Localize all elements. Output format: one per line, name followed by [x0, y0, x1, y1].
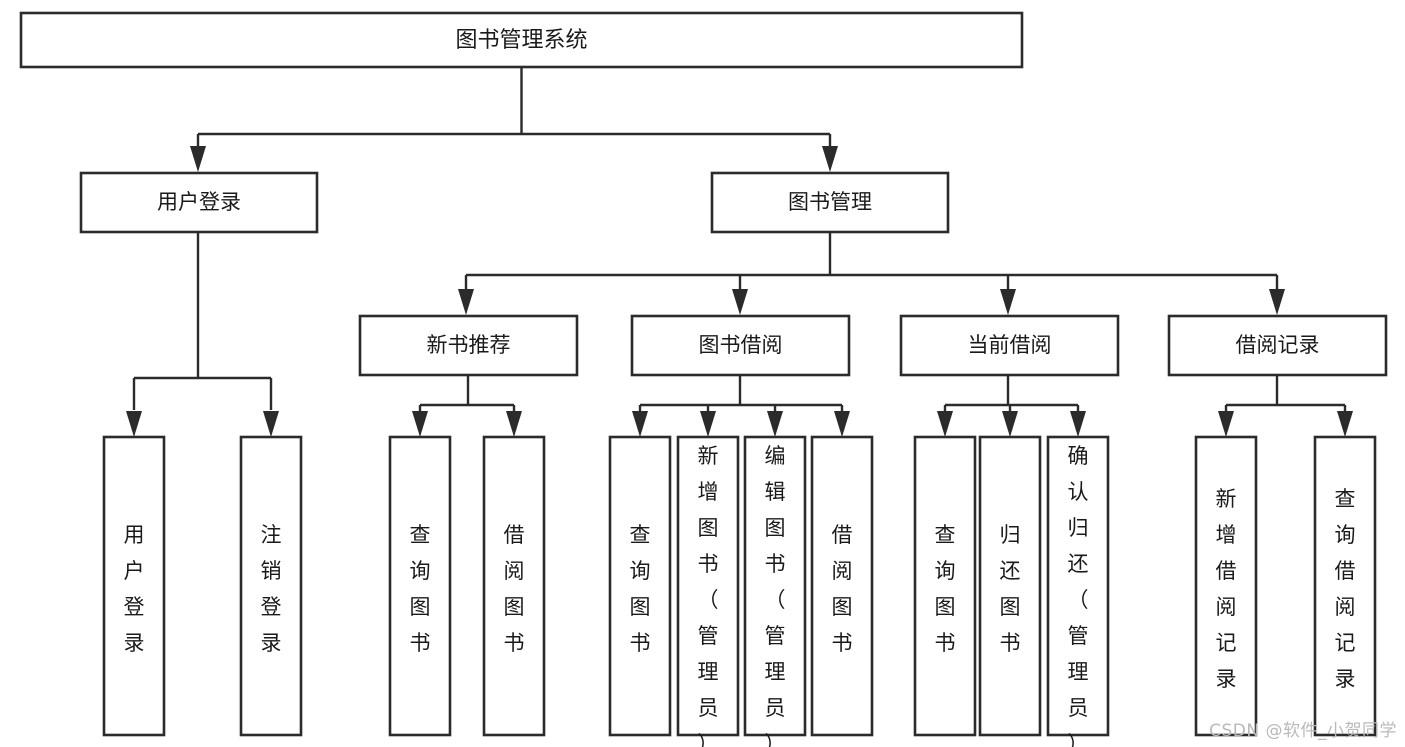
leaf-query-book-2-label: 查询图书 — [630, 523, 651, 655]
arrow-to-leaf-edit-book — [767, 411, 783, 437]
leaf-return-book-box[interactable] — [978, 435, 1042, 737]
node-book-borrow[interactable]: 图书借阅 — [630, 314, 851, 377]
leaf-edit-book-box[interactable] — [743, 435, 807, 737]
arrow-to-leaf-query-book-3 — [937, 411, 953, 437]
node-new-book-rec-label: 新书推荐 — [427, 333, 511, 357]
node-root[interactable]: 图书管理系统 — [19, 11, 1024, 69]
connector-userlogin-bus — [132, 232, 273, 410]
leaf-add-record-label: 新增借阅记录 — [1216, 487, 1237, 691]
arrow-to-user-login — [190, 146, 206, 172]
node-user-login-box[interactable] — [79, 171, 319, 234]
leaf-query-book-2-box[interactable] — [608, 435, 672, 737]
connector-currentborrow-bus — [943, 375, 1080, 415]
node-book-borrow-box[interactable] — [630, 314, 851, 377]
node-borrow-record-label: 借阅记录 — [1236, 333, 1320, 357]
leaf-logout-box[interactable] — [239, 435, 303, 737]
leaf-query-book-3[interactable]: 查询图书 — [913, 435, 977, 737]
leaf-query-book-3-box[interactable] — [913, 435, 977, 737]
csdn-watermark: CSDN @软件_小贺同学 — [1209, 721, 1397, 741]
leaf-edit-book-label: 编辑图书（管理员） — [765, 444, 786, 747]
node-current-borrow-box[interactable] — [899, 314, 1120, 377]
leaf-confirm-return-label: 确认归还（管理员） — [1068, 444, 1089, 747]
leaf-edit-book[interactable]: 编辑图书（管理员） — [743, 435, 807, 747]
leaf-return-book-label: 归还图书 — [1000, 523, 1021, 655]
leaf-query-record-label: 查询借阅记录 — [1335, 487, 1356, 691]
leaf-logout-label: 注销登录 — [261, 523, 282, 655]
arrow-to-leaf-confirm-return — [1070, 411, 1086, 437]
connector-newbook-bus — [418, 375, 516, 415]
arrow-to-leaf-add-book — [700, 411, 716, 437]
leaf-confirm-return[interactable]: 确认归还（管理员） — [1046, 435, 1110, 747]
node-book-borrow-label: 图书借阅 — [699, 333, 783, 357]
connector-root-bus — [196, 67, 832, 160]
arrow-to-leaf-borrow-book-1 — [506, 411, 522, 437]
node-book-manage-box[interactable] — [710, 171, 950, 234]
leaf-add-book-label: 新增图书（管理员） — [698, 444, 719, 747]
leaf-user-login-label: 用户登录 — [124, 523, 145, 655]
leaf-logout[interactable]: 注销登录 — [239, 435, 303, 737]
leaf-query-book-1[interactable]: 查询图书 — [388, 435, 452, 737]
node-root-box[interactable] — [19, 11, 1024, 69]
leaf-user-login[interactable]: 用户登录 — [102, 435, 166, 737]
node-borrow-record-box[interactable] — [1167, 314, 1388, 377]
node-root-label: 图书管理系统 — [455, 28, 587, 53]
arrow-to-leaf-query-book-2 — [632, 411, 648, 437]
leaf-borrow-book-1-label: 借阅图书 — [504, 523, 525, 655]
node-borrow-record[interactable]: 借阅记录 — [1167, 314, 1388, 377]
leaf-query-book-1-label: 查询图书 — [410, 523, 431, 655]
leaf-add-record-box[interactable] — [1194, 435, 1258, 737]
arrow-to-leaf-logout — [263, 411, 279, 437]
leaf-borrow-book-1[interactable]: 借阅图书 — [482, 435, 546, 737]
arrow-to-borrow-record — [1269, 289, 1285, 315]
connector-bookborrow-bus — [638, 375, 844, 415]
arrowhead-layer — [126, 146, 1353, 437]
arrow-to-leaf-user-login — [126, 411, 142, 437]
node-user-login-label: 用户登录 — [157, 190, 241, 214]
node-current-borrow-label: 当前借阅 — [968, 333, 1052, 357]
arrow-to-leaf-query-record — [1337, 411, 1353, 437]
arrow-to-leaf-return-book — [1002, 411, 1018, 437]
node-book-manage-label: 图书管理 — [788, 190, 872, 214]
leaf-borrow-book-2-label: 借阅图书 — [832, 523, 853, 655]
arrow-to-leaf-add-record — [1218, 411, 1234, 437]
connector-layer — [132, 67, 1347, 415]
connector-borrowrecord-bus — [1224, 375, 1347, 415]
leaf-query-record-box[interactable] — [1313, 435, 1377, 737]
arrow-to-leaf-borrow-book-2 — [834, 411, 850, 437]
node-new-book-rec-box[interactable] — [358, 314, 579, 377]
leaf-confirm-return-box[interactable] — [1046, 435, 1110, 737]
node-current-borrow[interactable]: 当前借阅 — [899, 314, 1120, 377]
leaf-query-book-3-label: 查询图书 — [935, 523, 956, 655]
arrow-to-current-borrow — [1000, 289, 1016, 315]
node-user-login[interactable]: 用户登录 — [79, 171, 319, 234]
arrow-to-new-book-rec — [458, 289, 474, 315]
node-new-book-rec[interactable]: 新书推荐 — [358, 314, 579, 377]
leaf-query-record[interactable]: 查询借阅记录 — [1313, 435, 1377, 737]
leaf-borrow-book-2-box[interactable] — [810, 435, 874, 737]
connector-bookmanage-bus — [464, 232, 1279, 302]
leaf-add-book[interactable]: 新增图书（管理员） — [676, 435, 740, 747]
leaf-user-login-box[interactable] — [102, 435, 166, 737]
arrow-to-leaf-query-book-1 — [412, 411, 428, 437]
node-book-manage[interactable]: 图书管理 — [710, 171, 950, 234]
leaf-borrow-book-2[interactable]: 借阅图书 — [810, 435, 874, 737]
leaf-query-book-1-box[interactable] — [388, 435, 452, 737]
leaf-borrow-book-1-box[interactable] — [482, 435, 546, 737]
arrow-to-book-manage — [822, 146, 838, 172]
leaf-return-book[interactable]: 归还图书 — [978, 435, 1042, 737]
arrow-to-book-borrow — [732, 289, 748, 315]
leaf-layer: 用户登录 注销登录 查询图书 借阅图书 查询图书 新 — [102, 435, 1377, 747]
leaf-query-book-2[interactable]: 查询图书 — [608, 435, 672, 737]
leaf-add-record[interactable]: 新增借阅记录 — [1194, 435, 1258, 737]
leaf-add-book-box[interactable] — [676, 435, 740, 737]
